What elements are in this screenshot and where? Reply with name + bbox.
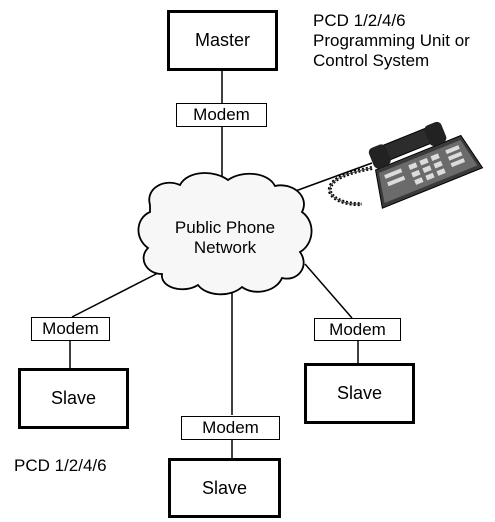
modem-master-box: Modem xyxy=(176,103,267,127)
network-label: Public Phone Network xyxy=(150,218,300,258)
network-label-line-2: Network xyxy=(193,238,257,257)
connector-network-right xyxy=(304,263,353,319)
modem-right-box: Modem xyxy=(314,318,401,341)
slave-left-box: Slave xyxy=(18,368,129,429)
modem-left-box: Modem xyxy=(31,317,110,341)
slave-right-label: Slave xyxy=(336,383,383,403)
connector-network-left xyxy=(71,271,161,318)
master-box: Master xyxy=(167,10,278,71)
master-description-line-1: PCD 1/2/4/6 xyxy=(313,11,406,30)
modem-center-label: Modem xyxy=(202,418,259,437)
telephone-icon xyxy=(327,121,484,209)
slave-center-label: Slave xyxy=(201,477,248,498)
modem-left-label: Modem xyxy=(42,319,99,338)
network-label-line-1: Public Phone xyxy=(174,218,276,237)
modem-master-label: Modem xyxy=(193,105,250,124)
slave-center-box: Slave xyxy=(168,458,281,518)
slave-left-label: Slave xyxy=(50,388,97,408)
modem-right-label: Modem xyxy=(329,319,386,339)
master-description-line-3: Control System xyxy=(313,51,430,70)
master-description: PCD 1/2/4/6 Programming Unit or Control … xyxy=(313,11,470,71)
slave-caption: PCD 1/2/4/6 xyxy=(14,456,107,475)
master-description-line-2: Programming Unit or xyxy=(313,31,470,50)
public-phone-network-cloud xyxy=(137,172,313,296)
master-label: Master xyxy=(194,30,250,50)
modem-center-box: Modem xyxy=(181,416,280,440)
slave-right-box: Slave xyxy=(304,363,415,424)
connector-network-telephone xyxy=(289,162,373,194)
